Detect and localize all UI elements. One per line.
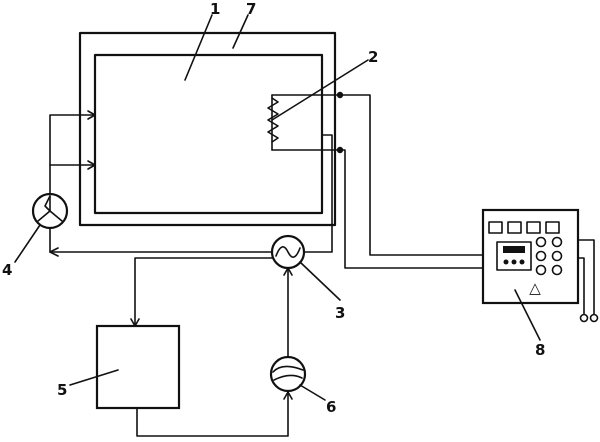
coolant-line-left (134, 257, 273, 327)
panel-symbol: △ (529, 279, 541, 297)
label-heat-exchanger: 3 (335, 304, 345, 322)
fan-icon (31, 192, 69, 230)
leader-line-7 (232, 14, 249, 49)
arrow-inlet-lower (87, 160, 96, 170)
label-fan: 4 (2, 261, 12, 279)
leader-line-4 (14, 224, 41, 263)
pump-icon (269, 355, 307, 393)
inner-chamber (93, 53, 324, 215)
coolant-line-bottom (136, 391, 289, 437)
label-unit-5: 5 (57, 381, 67, 399)
heater-wires (336, 91, 484, 269)
leader-line-3 (299, 261, 341, 301)
control-panel: △ (481, 208, 580, 305)
leader-line-1 (184, 14, 213, 81)
air-line-left (49, 114, 96, 196)
label-chamber: 1 (210, 0, 220, 18)
leader-line-6 (299, 384, 326, 401)
leader-line-5 (69, 369, 119, 386)
leader-line-8 (514, 289, 541, 341)
label-insulation-wall: 7 (246, 0, 256, 18)
heater-coil (267, 94, 341, 151)
arrow-return (49, 247, 59, 257)
air-line-bottom (49, 227, 273, 253)
unit-5-box (95, 324, 181, 410)
arrow-to-exchanger (283, 267, 293, 276)
power-leads (577, 239, 599, 323)
label-heater: 2 (368, 48, 378, 66)
outer-enclosure (78, 31, 337, 227)
heat-exchanger-icon (270, 234, 306, 270)
leader-line-2 (271, 59, 369, 121)
label-pump: 6 (326, 398, 336, 416)
label-control-panel: 8 (535, 341, 545, 359)
arrow-inlet-upper (87, 110, 96, 120)
return-duct (302, 134, 333, 253)
